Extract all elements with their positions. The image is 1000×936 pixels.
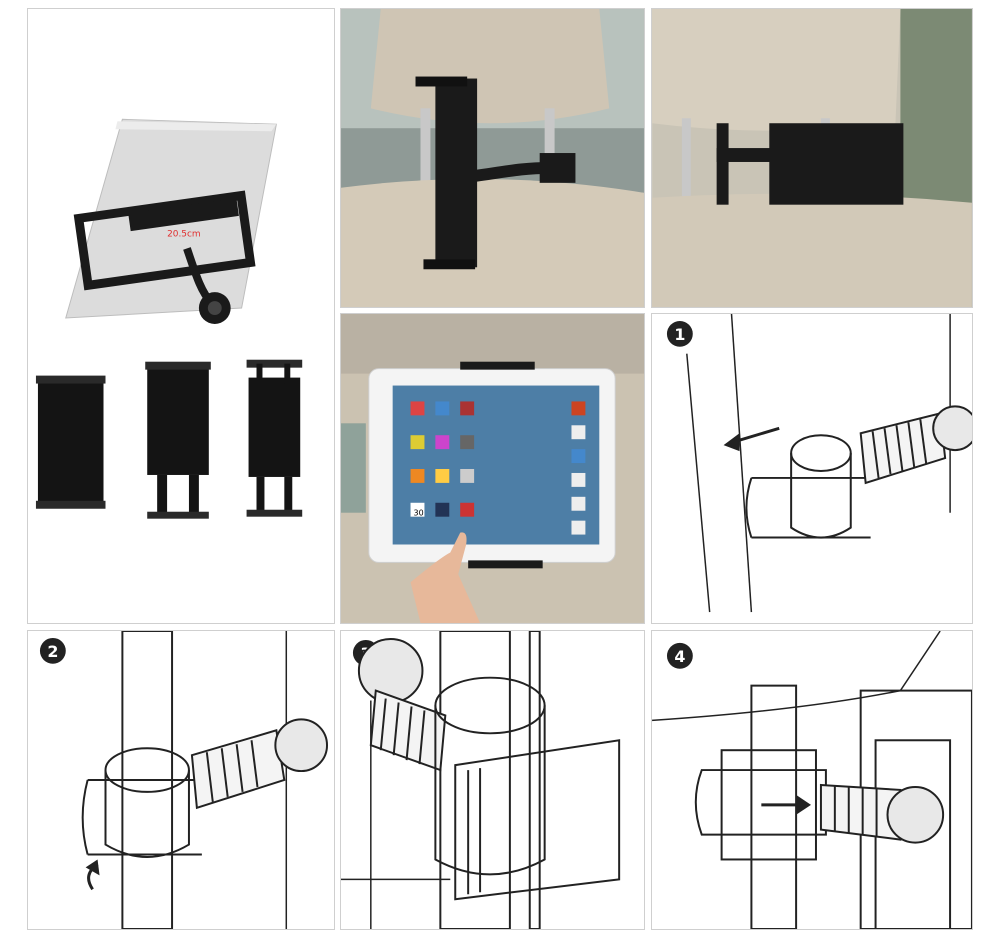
- step-3-illustration: 3: [340, 630, 645, 930]
- tablet-mounted-photo: 30: [340, 313, 645, 624]
- seat-back: [341, 178, 644, 307]
- clamp-drawing: [694, 749, 827, 861]
- tablet-holder: [435, 78, 478, 268]
- tablet-screen: [392, 385, 600, 545]
- headrest-mount-vertical-photo: [340, 8, 645, 308]
- clamp-extended: [145, 361, 211, 519]
- headrest-mount-horizontal-photo: [651, 8, 973, 308]
- tablet-on-mount: 20.5cm: [65, 118, 277, 324]
- step-number-1: 1: [674, 325, 685, 344]
- step-1-illustration: 1: [651, 313, 973, 624]
- spring-arm: [369, 689, 447, 772]
- spring-arm: [190, 729, 286, 810]
- product-photo: 20.5cm: [28, 10, 334, 622]
- clamp-drawing: [434, 676, 621, 901]
- pointing-hand: [410, 532, 481, 623]
- tablet-holder: [769, 123, 904, 205]
- product-photo-panel: 20.5cm: [27, 8, 335, 624]
- step-4-illustration: 4: [651, 630, 973, 930]
- step-number-2: 2: [47, 642, 58, 661]
- clamp-drawing: [81, 747, 202, 858]
- seat-back: [652, 193, 972, 307]
- clamp-compact: [35, 375, 106, 509]
- app-badge: 30: [414, 509, 424, 518]
- headrest: [652, 9, 901, 131]
- spring-arm: [819, 783, 902, 841]
- clamp-open-view: [246, 359, 303, 517]
- measurement-label: 20.5cm: [167, 230, 201, 240]
- headrest-post: [439, 631, 511, 929]
- app-icons: [410, 401, 586, 535]
- step-number-4: 4: [674, 647, 685, 666]
- spring-arm: [859, 412, 947, 485]
- clamp-drawing: [745, 434, 871, 539]
- headrest: [370, 9, 610, 124]
- step-2-illustration: 2: [27, 630, 335, 930]
